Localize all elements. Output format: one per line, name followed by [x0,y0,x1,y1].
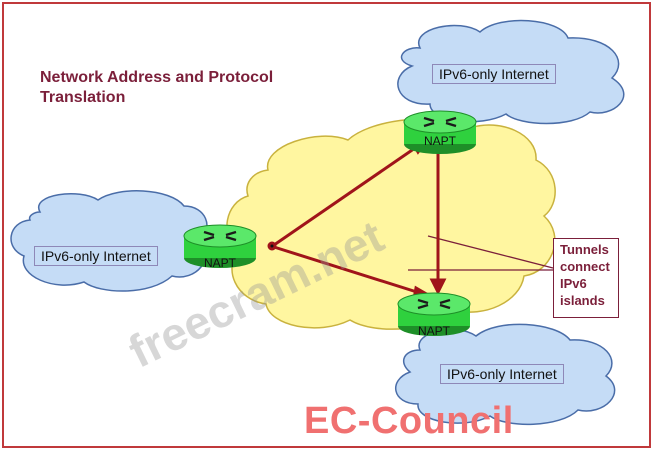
router-arrows-icon [203,230,237,242]
cloud-left [10,190,208,292]
diagram-title: Network Address and Protocol Translation [40,69,274,106]
router-top [403,110,477,154]
tunnel-left-bottom [273,245,421,295]
router-label-left: NAPT [203,256,236,270]
router-bottom [397,292,471,336]
brand-watermark: EC-Council [304,400,514,442]
cloud-label-bottom-right: IPv6-only Internet [440,364,564,384]
tunnel-origin-dot [267,241,277,251]
cloud-label-left: IPv6-only Internet [34,246,158,266]
cloud-label-top-right: IPv6-only Internet [432,64,556,84]
router-arrows-icon [423,116,457,128]
router-arrows-icon [417,298,451,310]
tunnels-callout: Tunnels connect IPv6 islands [553,238,619,318]
arrowhead-vertical [429,278,447,296]
router-left [183,224,257,268]
router-label-top: NAPT [423,134,456,148]
tunnel-left-top [273,144,419,247]
callout-pointers [408,235,554,271]
router-label-bottom: NAPT [417,324,450,338]
